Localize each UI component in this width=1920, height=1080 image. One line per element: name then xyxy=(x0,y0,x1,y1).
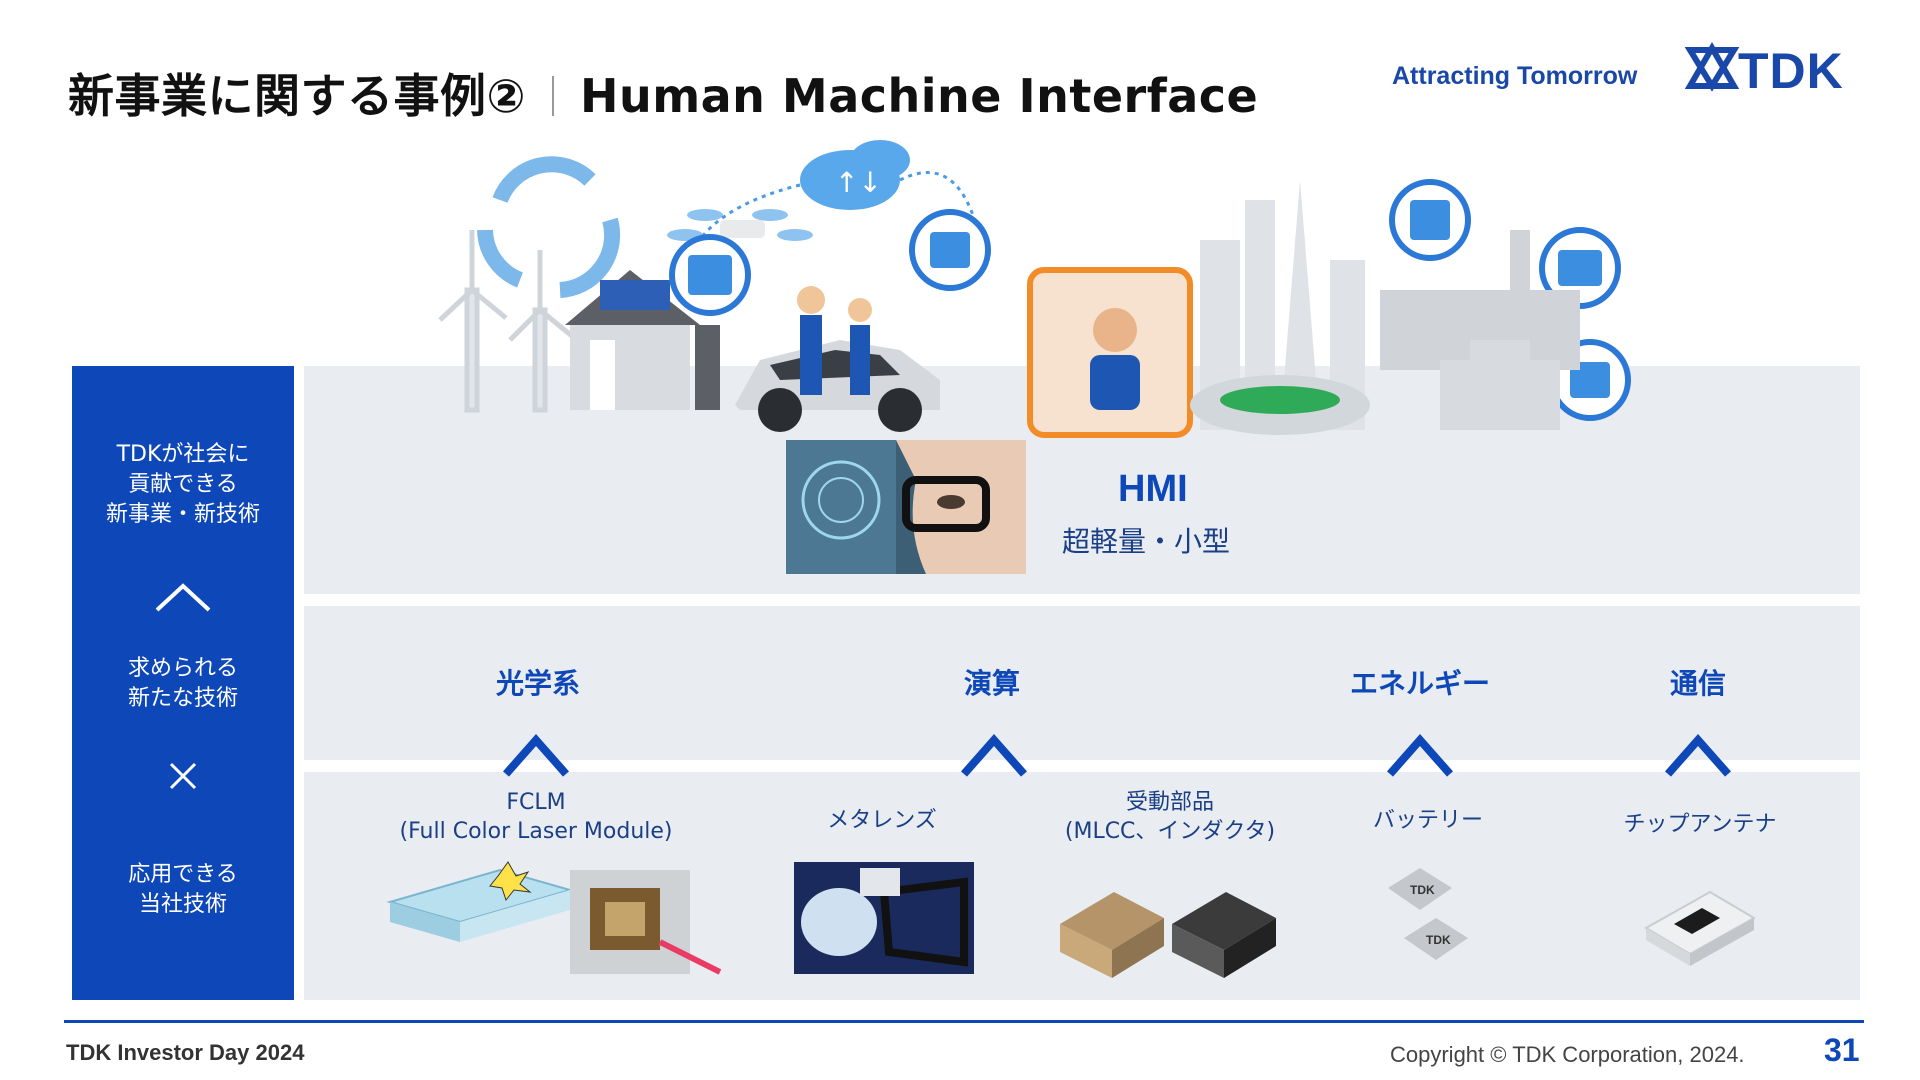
fclm-module-image xyxy=(386,861,722,975)
category-communication: 通信 xyxy=(1669,667,1727,700)
hmi-title: HMI xyxy=(1118,468,1188,510)
footer-copyright: Copyright © TDK Corporation, 2024. xyxy=(1390,1042,1745,1067)
hmi-subtitle: 超軽量・小型 xyxy=(1062,525,1231,558)
category-energy: エネルギー xyxy=(1349,667,1491,700)
slide-title: 新事業に関する事例② Human Machine Interface xyxy=(68,60,1258,126)
title-jp: 新事業に関する事例② xyxy=(68,69,526,123)
product-fclm: FCLM (Full Color Laser Module) xyxy=(399,790,673,844)
product-battery: バッテリー xyxy=(1372,808,1484,833)
chevron-up-icon xyxy=(961,733,1027,777)
category-compute: 演算 xyxy=(963,667,1021,700)
vr-user-icon xyxy=(1090,308,1140,410)
stadium-icon xyxy=(1190,375,1370,435)
title-en: Human Machine Interface xyxy=(579,69,1259,123)
smart-glasses-photo xyxy=(786,440,1026,574)
footer-event-name: TDK Investor Day 2024 xyxy=(66,1040,305,1065)
times-icon xyxy=(169,762,197,790)
hospital-icon xyxy=(1440,340,1560,430)
chevron-up-icon xyxy=(503,733,569,777)
left-panel-middle-text: 求められる 新たな技術 xyxy=(127,656,238,711)
house-icon xyxy=(565,270,720,410)
smart-society-illustration: ↑↓ xyxy=(438,140,1631,438)
product-metalens: メタレンズ xyxy=(827,808,937,833)
chevron-up-icon xyxy=(1665,733,1731,777)
drone-icon xyxy=(667,209,813,241)
footer-divider xyxy=(64,1020,1864,1023)
battery-image: TDK TDK xyxy=(1388,868,1468,960)
product-chip-antenna: チップアンテナ xyxy=(1623,812,1777,837)
cloud-icon: ↑↓ xyxy=(800,140,910,210)
svg-text:TDK: TDK xyxy=(1426,933,1451,947)
recycle-icon xyxy=(477,156,621,298)
svg-text:↑↓: ↑↓ xyxy=(835,166,882,199)
tdk-logo-icon xyxy=(1684,42,1740,92)
hmi-highlight-box xyxy=(1027,267,1193,438)
category-optics: 光学系 xyxy=(495,667,581,700)
tdk-logo: TDK xyxy=(1738,43,1844,99)
left-panel-top-text: TDKが社会に 貢献できる 新事業・新技術 xyxy=(105,442,260,527)
chevron-up-icon xyxy=(1387,733,1453,777)
wind-turbine-icon xyxy=(438,230,574,413)
electric-car-icon xyxy=(735,340,940,432)
left-panel-bottom-text: 応用できる 当社技術 xyxy=(128,862,238,917)
product-passive-components: 受動部品 (MLCC、インダクタ) xyxy=(1064,790,1276,844)
people-icon xyxy=(797,286,872,395)
technology-panel xyxy=(304,606,1860,760)
chevron-up-icon xyxy=(155,583,211,612)
page-number: 31 xyxy=(1824,1032,1860,1068)
metalens-image xyxy=(794,862,974,974)
mlcc-inductor-image xyxy=(1060,892,1276,978)
svg-text:TDK: TDK xyxy=(1410,883,1435,897)
chip-antenna-image xyxy=(1643,890,1757,966)
left-panel: TDKが社会に 貢献できる 新事業・新技術 求められる 新たな技術 応用できる … xyxy=(72,366,294,1000)
title-separator xyxy=(551,76,554,116)
tagline: Attracting Tomorrow xyxy=(1392,62,1638,90)
